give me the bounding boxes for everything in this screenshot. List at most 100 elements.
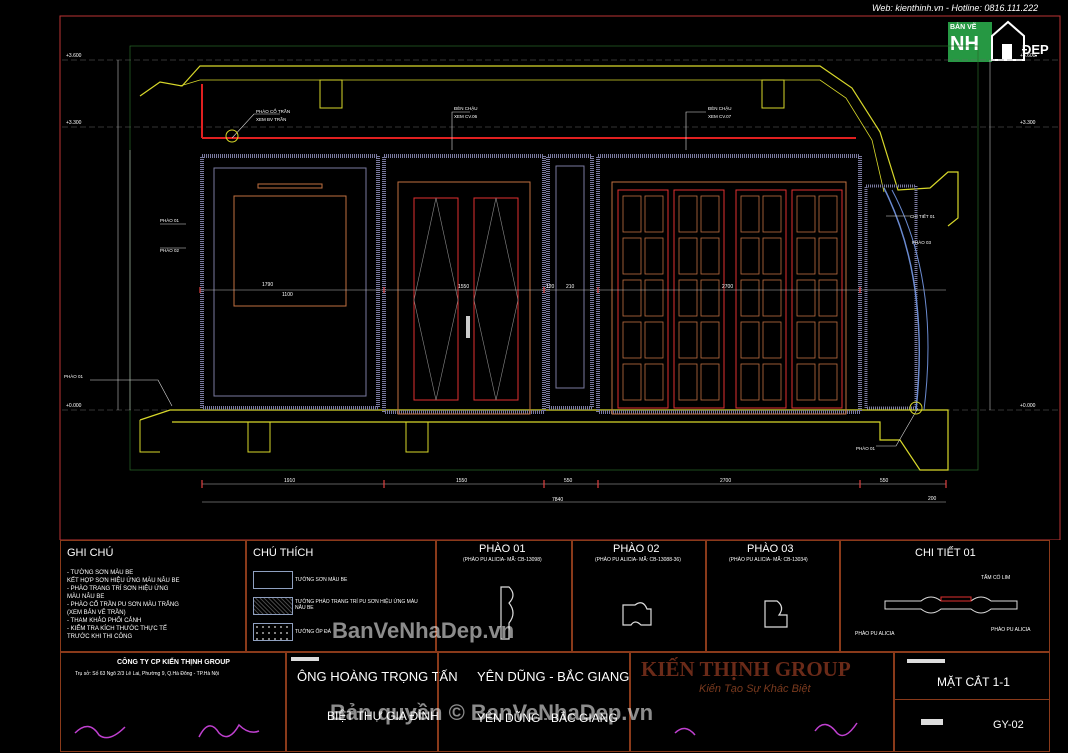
callout-text: XEM CV.07 bbox=[708, 114, 732, 119]
phao02-title: PHÀO 02 bbox=[613, 543, 660, 555]
swatch-stone bbox=[253, 623, 293, 641]
door-handle bbox=[466, 316, 470, 338]
detail-marker bbox=[909, 401, 923, 415]
swatch-hatched bbox=[253, 597, 293, 615]
chitiet-note: PHÀO PU ALICIA bbox=[991, 627, 1031, 633]
level-text: +3.600 bbox=[66, 53, 82, 59]
glass-pane bbox=[818, 363, 838, 401]
level-lines bbox=[62, 59, 1058, 411]
note-line: - PHÀO CỔ TRẦN PU SƠN MÀU TRẮNG bbox=[67, 602, 179, 608]
glass-pane bbox=[818, 321, 838, 359]
logo-dep-text: ĐẸP bbox=[1022, 42, 1049, 57]
phao03-sub: (PHÀO PU ALICIA- MÃ: CB-13034) bbox=[729, 557, 808, 563]
site-logo[interactable]: BẢN VẼ NH ĐẸP bbox=[946, 14, 1058, 64]
chitiet-note: TẤM CỔ LIM bbox=[981, 575, 1011, 581]
glass-pane bbox=[818, 195, 838, 233]
level-text: +3.300 bbox=[1020, 120, 1036, 126]
callout-text: PHÀO 01 bbox=[856, 445, 876, 451]
chitiet-note: PHÀO PU ALICIA bbox=[855, 631, 895, 637]
legend-phao03: PHÀO 03 (PHÀO PU ALICIA- MÃ: CB-13034) bbox=[706, 540, 840, 652]
glass-pane bbox=[740, 237, 760, 275]
glass-pane bbox=[796, 363, 816, 401]
brand-slogan: Kiến Tạo Sự Khác Biệt bbox=[699, 683, 811, 695]
dim-text: 1550 bbox=[456, 478, 467, 484]
tb-sheet: MẶT CẮT 1-1 GY-02 bbox=[894, 652, 1050, 752]
legend-item: TƯỜNG ỐP ĐÁ bbox=[295, 629, 331, 635]
note-line: TRƯỚC KHI THI CÔNG bbox=[67, 634, 133, 640]
dim-text: 2700 bbox=[722, 284, 733, 290]
glass-pane bbox=[678, 237, 698, 275]
glass-pane bbox=[700, 321, 720, 359]
glass-pane bbox=[740, 195, 760, 233]
dim-text: 1100 bbox=[282, 292, 293, 298]
glass-pane bbox=[796, 321, 816, 359]
note-line: - PHÀO TRANG TRÍ SƠN HIỆU ỨNG bbox=[67, 586, 169, 592]
sheet-code: GY-02 bbox=[993, 719, 1024, 731]
glass-pane bbox=[678, 279, 698, 317]
door-leaf-right bbox=[473, 197, 519, 401]
tb-location: YÊN DŨNG - BẮC GIANG YÊN DŨNG - BẮC GIAN… bbox=[438, 652, 630, 752]
top-banner: Web: kienthinh.vn - Hotline: 0816.111.22… bbox=[872, 3, 1039, 13]
floor-outline bbox=[139, 409, 949, 471]
glass-pane bbox=[762, 237, 782, 275]
glass-pane bbox=[740, 321, 760, 359]
chu-thich-title: CHÚ THÍCH bbox=[253, 547, 314, 559]
detail-section-icon bbox=[884, 596, 1018, 614]
tb-owner: ÔNG HOÀNG TRỌNG TẤN BIỆT THỰ GIA ĐÌNH bbox=[286, 652, 458, 752]
glass-leaf bbox=[791, 189, 843, 409]
phao02-sub: (PHÀO PU ALICIA- MÃ: CB-13088-36) bbox=[595, 557, 681, 563]
glass-pane bbox=[796, 237, 816, 275]
dim-text: 200 bbox=[928, 496, 937, 502]
dim-text: 210 bbox=[566, 284, 575, 290]
wall-panel-right bbox=[864, 184, 918, 410]
company-name: CÔNG TY CP KIẾN THỊNH GROUP bbox=[117, 659, 230, 666]
molding-profile-icon bbox=[622, 602, 652, 626]
dim-text: 7840 bbox=[552, 497, 563, 503]
legend-item: TƯỜNG SƠN MÀU BE bbox=[295, 577, 348, 583]
legend-phao02: PHÀO 02 (PHÀO PU ALICIA- MÃ: CB-13088-36… bbox=[572, 540, 706, 652]
glass-pane bbox=[622, 321, 642, 359]
glass-pane bbox=[644, 279, 664, 317]
door-frame bbox=[382, 154, 546, 414]
glass-pane bbox=[762, 195, 782, 233]
tb-brand: KIẾN THỊNH GROUP Kiến Tạo Sự Khác Biệt bbox=[630, 652, 894, 752]
glass-pane bbox=[818, 279, 838, 317]
legend-phao01: PHÀO 01 (PHÀO PU ALICIA- MÃ: CB-13098) bbox=[436, 540, 572, 652]
watermark-copyright: Bản quyền © BanVeNhaDep.vn bbox=[330, 700, 654, 725]
phao01-sub: (PHÀO PU ALICIA- MÃ: CB-13098) bbox=[463, 557, 542, 563]
curved-wall bbox=[883, 187, 920, 411]
ghi-chu-title: GHI CHÚ bbox=[67, 547, 114, 559]
glass-pane bbox=[700, 363, 720, 401]
signature-marks bbox=[674, 722, 858, 737]
bottom-mid-text: YÊN DŨNG - BẮC GIANG bbox=[477, 711, 618, 725]
label-bar bbox=[921, 719, 943, 725]
glass-pane bbox=[700, 195, 720, 233]
callout-text: PHÀO 01 bbox=[160, 217, 180, 223]
glass-pane bbox=[700, 279, 720, 317]
glass-pane bbox=[622, 363, 642, 401]
label-bar bbox=[907, 659, 945, 663]
glass-pane bbox=[644, 363, 664, 401]
glass-pane bbox=[740, 279, 760, 317]
dim-text: 120 bbox=[546, 284, 555, 290]
house-logo-icon bbox=[948, 20, 1025, 62]
callout-text: PHÀO 03 bbox=[912, 239, 932, 245]
dimension-lines bbox=[117, 60, 991, 503]
phao03-title: PHÀO 03 bbox=[747, 543, 794, 555]
callout-text: PHÀO 02 bbox=[160, 247, 180, 253]
note-line: - THAM KHẢO PHỐI CẢNH bbox=[67, 618, 142, 624]
callout-text: CHI TIẾT 01 bbox=[910, 213, 935, 219]
glass-pane bbox=[762, 321, 782, 359]
glass-pane bbox=[762, 363, 782, 401]
glass-pane bbox=[678, 321, 698, 359]
dim-text: 1550 bbox=[458, 284, 469, 290]
molding-profile-icon bbox=[500, 586, 514, 640]
cad-drawing[interactable]: 1790 1100 1550 2700 210 120 1910 1550 55… bbox=[0, 0, 1068, 540]
glass-pane bbox=[762, 279, 782, 317]
location-text: YÊN DŨNG - BẮC GIANG bbox=[477, 669, 630, 684]
note-line: - KIỂM TRA KÍCH THƯỚC THỰC TẾ bbox=[67, 626, 167, 632]
sheet-title: MẶT CẮT 1-1 bbox=[937, 675, 1010, 689]
bottom-left-text: BIỆT THỰ GIA ĐÌNH bbox=[327, 709, 439, 723]
wall-panel-left bbox=[200, 154, 380, 410]
note-line: MÀU NÂU BE bbox=[67, 594, 105, 600]
